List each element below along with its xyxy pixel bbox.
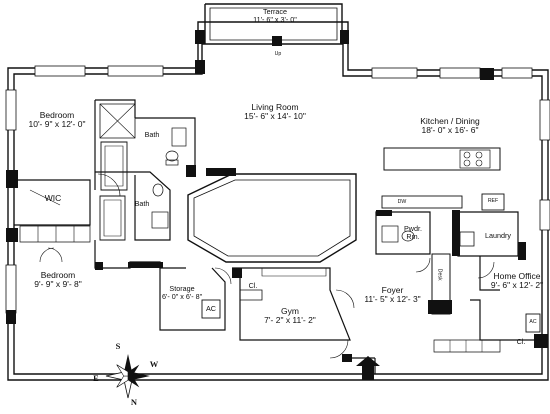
kitchen-dining-dims: 18'- 0" x 16'- 6" — [421, 124, 479, 135]
kitchen-dining-name: Kitchen / Dining — [420, 116, 480, 126]
tub2 — [99, 195, 126, 241]
terrace-name: Terrace — [263, 7, 287, 16]
core-inner — [193, 179, 351, 257]
cooktop — [459, 149, 491, 169]
window — [539, 99, 550, 141]
powder-room-label: Pwdr. Rm. — [398, 225, 428, 240]
powder-room-name2: Rm. — [406, 231, 420, 241]
core-shaft — [187, 173, 357, 263]
storage-dims: 6'- 0" x 6'- 8" — [162, 291, 203, 301]
storage-ac-label: AC — [206, 304, 216, 313]
gym-dims: 7'- 2" x 11'- 2" — [264, 314, 316, 325]
home-office-dims: 9'- 6" x 12'- 2" — [490, 279, 544, 290]
bath2-walls — [134, 175, 171, 241]
home-office-name: Home Office — [493, 271, 541, 281]
storage-label: Storage 6'- 0" x 6'- 8" — [162, 285, 202, 300]
desk-label: Desk — [436, 268, 443, 281]
gym-name: Gym — [281, 306, 299, 316]
bath-1-label: Bath — [144, 130, 160, 139]
window — [439, 67, 481, 79]
foyer-name: Foyer — [381, 285, 404, 295]
terrace-label: Terrace 11'- 6" x 3'- 0" — [225, 8, 325, 23]
gym-walls — [232, 267, 351, 341]
powder-room-name: Pwdr. — [404, 224, 422, 233]
living-room-dims: 15'- 6" x 14'- 10" — [244, 110, 306, 121]
wic-label: WIC — [44, 193, 62, 203]
compass-w-label: W — [149, 359, 159, 369]
kitchen-dining-label: Kitchen / Dining 18'- 0" x 16'- 6" — [400, 117, 500, 135]
window — [539, 199, 550, 231]
office-ac-label: AC — [529, 319, 537, 325]
compass-n-label: N — [130, 397, 138, 407]
living-room-label: Living Room 15'- 6" x 14'- 10" — [225, 103, 325, 121]
bedroom-2-label: Bedroom 9'- 9" x 9'- 8" — [18, 271, 98, 289]
compass-e-label: E — [93, 373, 99, 383]
foyer-dims: 11'- 5" x 12'- 3" — [364, 293, 421, 304]
exterior-wall-outer — [7, 21, 549, 381]
window — [5, 89, 17, 131]
compass-rose-icon — [105, 354, 150, 399]
bedroom-1-label: Bedroom 10'- 9" x 12'- 0" — [12, 111, 102, 129]
bedroom-1-dims: 10'- 9" x 12'- 0" — [28, 118, 86, 129]
storage-ac-box — [201, 299, 221, 319]
window — [501, 67, 533, 79]
terrace-step-label: Up — [274, 51, 282, 57]
storage-walls — [159, 267, 226, 331]
home-office-label: Home Office 9'- 6" x 12'- 2" — [482, 272, 550, 290]
compass-s-label: S — [115, 341, 121, 351]
window — [34, 65, 86, 77]
office-walls — [470, 256, 542, 341]
dishwasher-label: DW — [397, 199, 407, 205]
storage-name: Storage — [169, 284, 195, 293]
window — [371, 67, 418, 79]
washer — [459, 231, 475, 247]
window — [5, 264, 17, 314]
foyer-label: Foyer 11'- 5" x 12'- 3" — [350, 286, 435, 304]
laundry-label: Laundry — [485, 231, 511, 240]
wall-bath-south — [95, 171, 171, 215]
pwdr-walls — [375, 211, 431, 255]
bedroom-1-name: Bedroom — [39, 110, 75, 120]
gym-label: Gym 7'- 2" x 11'- 2" — [250, 307, 330, 325]
bedroom-2-name: Bedroom — [40, 270, 76, 280]
refrigerator — [481, 193, 505, 211]
wic-walls — [14, 179, 91, 226]
gym-closet-label: Cl. — [248, 281, 258, 290]
refrigerator-label: REF — [487, 198, 499, 204]
office-closet-label: Cl. — [516, 337, 526, 346]
kitchen-counter — [381, 195, 463, 209]
window — [107, 65, 164, 77]
gym-closet — [240, 289, 263, 301]
bedroom-2-dims: 9'- 9" x 9'- 8" — [34, 278, 82, 289]
terrace-inner — [209, 7, 338, 41]
entry-arrow-icon — [356, 356, 380, 380]
kitchen-island — [383, 147, 501, 171]
bath-2-label: Bath — [134, 199, 150, 208]
living-room-name: Living Room — [251, 102, 299, 112]
office-ac-box — [525, 313, 541, 333]
terrace-dims: 11'- 6" x 3'- 0" — [253, 14, 297, 24]
